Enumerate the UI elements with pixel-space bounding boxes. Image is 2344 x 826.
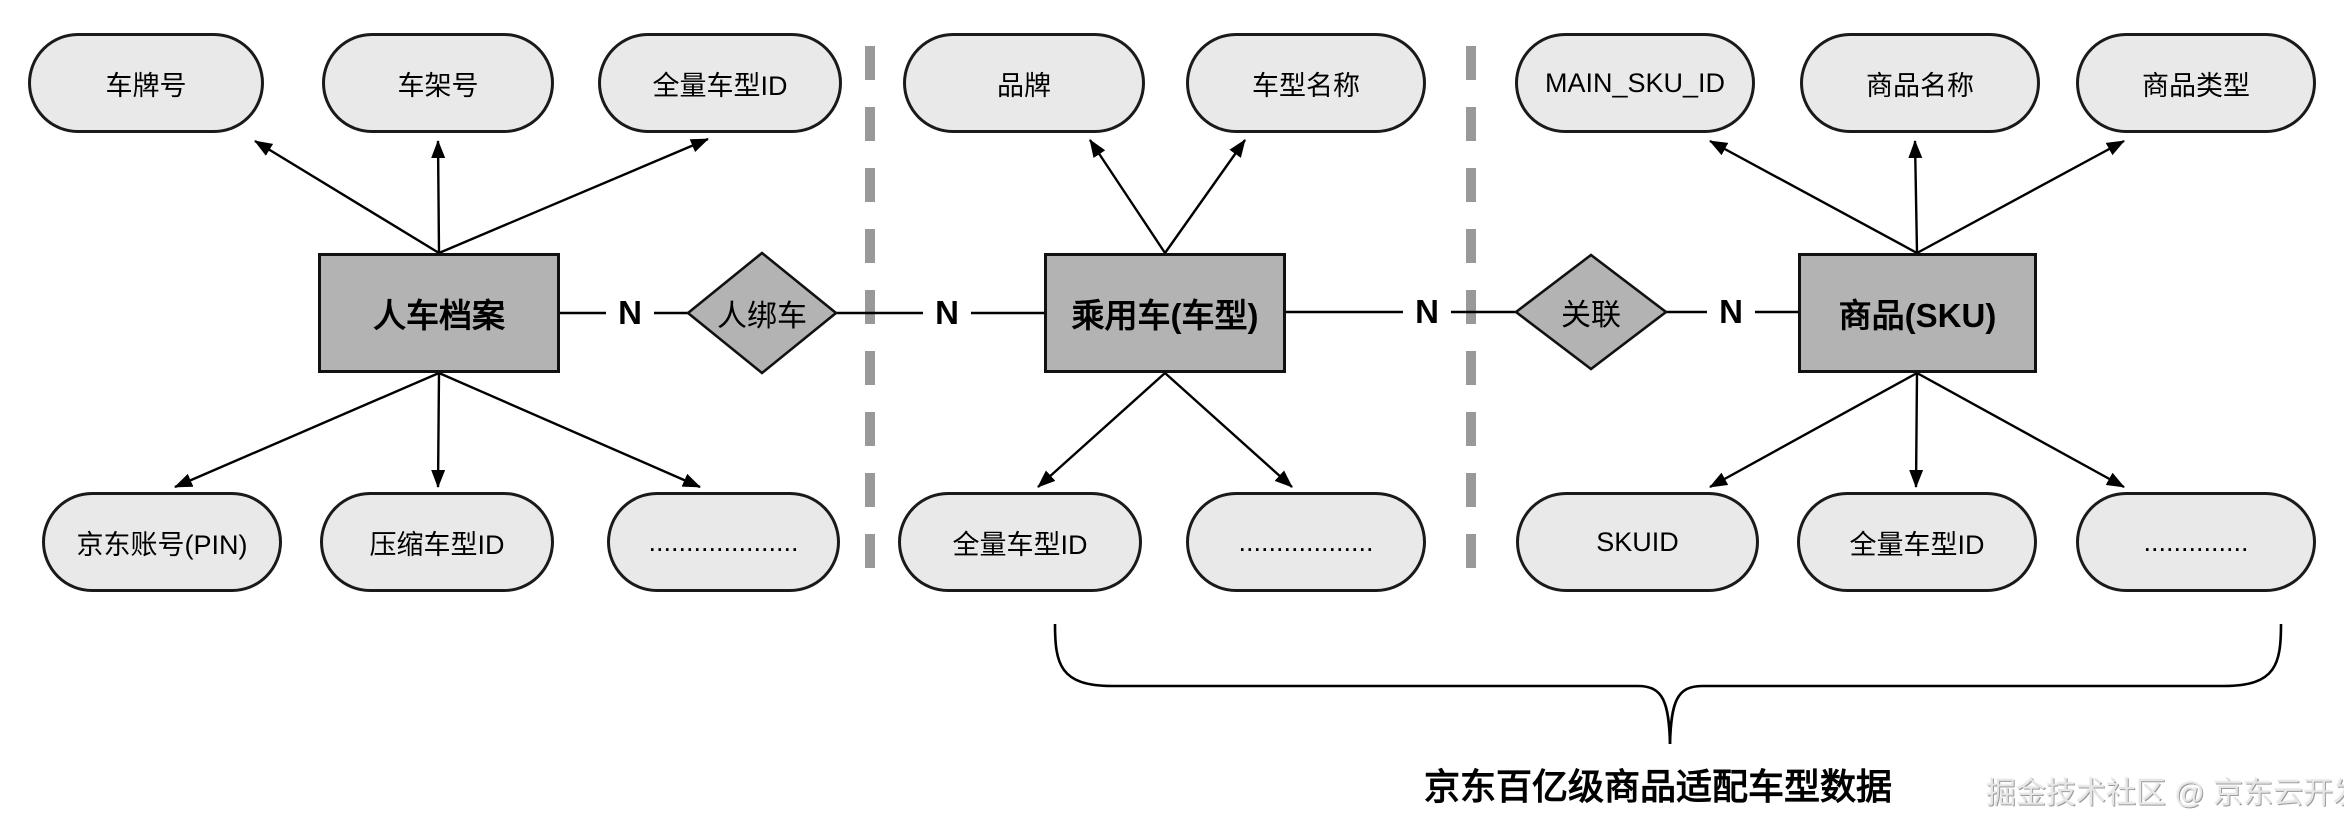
attribute-jd-account-pin: 京东账号(PIN) (42, 492, 282, 592)
diagram-caption: 京东百亿级商品适配车型数据 (1423, 766, 1892, 807)
relationship-label-person-binds-vehicle: 人绑车 (717, 300, 807, 333)
arrow-sku-ellipsis (1916, 371, 2125, 489)
arrow-sku-full-model-id (1909, 372, 1924, 488)
watermark-text: 掘金技术社区 @ 京东云开发者 (1986, 777, 2344, 810)
cardinality-label-4: N (1707, 290, 1755, 334)
cardinality-label-3: N (1403, 290, 1451, 334)
attribute-skuid: SKUID (1516, 492, 1759, 592)
attribute-product-name: 商品名称 (1800, 33, 2040, 133)
curly-brace-left-half (1053, 623, 1672, 745)
curly-brace-right-half (1668, 623, 2283, 745)
arrow-profile-compressed-model-id (431, 372, 446, 488)
attribute-full-model-id-vehicle: 全量车型ID (898, 492, 1142, 592)
arrow-profile-full-model-id (438, 137, 709, 255)
attribute-main-sku-id: MAIN_SKU_ID (1515, 33, 1755, 133)
attribute-ellipsis-sku: .............. (2076, 492, 2316, 592)
entity-passenger-vehicle: 乘用车(车型) (1044, 253, 1286, 373)
relationship-diamond-person-binds-vehicle (685, 251, 839, 375)
entity-product-sku: 商品(SKU) (1798, 253, 2037, 373)
arrow-vehicle-ellipsis (1164, 372, 1293, 488)
attribute-compressed-model-id: 压缩车型ID (320, 492, 554, 592)
arrow-sku-main-sku-id (1709, 139, 1918, 255)
arrow-sku-product-type (1916, 139, 2125, 255)
relationship-diamond-association (1513, 253, 1669, 371)
arrow-profile-license-plate (254, 139, 440, 255)
arrow-vehicle-model-name (1164, 139, 1246, 254)
attribute-product-type: 商品类型 (2076, 33, 2316, 133)
cardinality-label-2: N (923, 291, 971, 335)
arrow-profile-vin (431, 140, 446, 254)
cardinality-label-1: N (606, 291, 654, 335)
relationship-label-association: 关联 (1561, 299, 1621, 332)
arrow-sku-skuid (1709, 371, 1918, 489)
attribute-model-name: 车型名称 (1186, 33, 1426, 133)
attribute-arrows (174, 137, 2125, 489)
arrow-vehicle-full-model-id (1037, 372, 1166, 488)
arrow-sku-product-name (1908, 140, 1923, 254)
curly-brace (1053, 623, 2283, 745)
arrow-profile-jd-account (174, 371, 440, 489)
arrow-profile-ellipsis (438, 371, 701, 489)
attribute-full-model-id-top: 全量车型ID (598, 33, 842, 133)
attribute-vin: 车架号 (322, 33, 554, 133)
attribute-license-plate-number: 车牌号 (28, 33, 264, 133)
attribute-ellipsis-profile: .................... (607, 492, 840, 592)
attribute-ellipsis-vehicle: .................. (1186, 492, 1426, 592)
attribute-brand: 品牌 (903, 33, 1145, 133)
entity-person-vehicle-profile: 人车档案 (318, 253, 560, 373)
arrow-vehicle-brand (1089, 139, 1166, 254)
attribute-full-model-id-sku: 全量车型ID (1797, 492, 2037, 592)
